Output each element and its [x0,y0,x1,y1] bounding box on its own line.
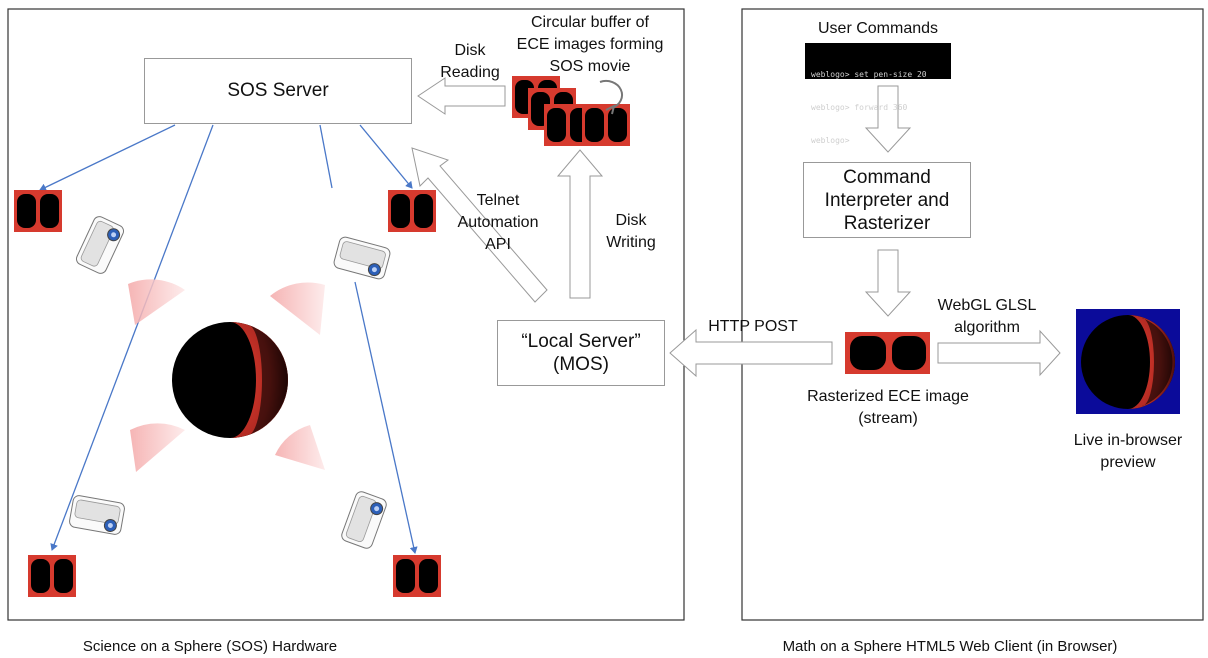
local-server-label-line2: (MOS) [553,354,609,375]
webgl-line2: algorithm [954,319,1020,336]
projector-icon [332,235,392,281]
ece-image-icon [28,555,76,597]
connector-se-lower [354,281,418,554]
disk-writing-arrow [556,149,604,299]
disk-reading-arrow [417,77,506,115]
terminal-line: weblogo> forward 360 [811,103,908,112]
projector-icon [68,494,126,536]
circular-buffer [512,76,630,146]
telnet-label: Telnet Automation API [450,190,546,256]
projector-icon [339,489,389,551]
sphere-icon [172,322,288,438]
rasterized-line2: (stream) [858,410,918,427]
buffer-label-line3: SOS movie [549,58,631,75]
ece-image-icon [393,555,441,597]
telnet-api-arrow [411,147,548,303]
connector-nw [39,124,176,192]
preview-label: Live in-browser preview [1060,430,1196,474]
user-commands-arrow [864,85,912,153]
disk-writing-line2: Writing [606,234,656,251]
projection-beam-sw [130,423,185,472]
projection-beam-nw [128,279,185,325]
rasterized-label: Rasterized ECE image (stream) [790,386,986,430]
telnet-line3: API [485,236,511,253]
interpreter-label-line2: Interpreter and [824,189,950,211]
buffer-label-line1: Circular buffer of [531,14,649,31]
terminal-line: weblogo> set pen-size 20 [811,70,927,79]
web-client-panel [741,8,1204,621]
left-panel-caption: Science on a Sphere (SOS) Hardware [82,638,338,655]
telnet-line1: Telnet [476,192,520,209]
command-interpreter-box: Command Interpreter and Rasterizer [803,162,971,238]
rasterized-line1: Rasterized ECE image [807,388,969,405]
right-panel-caption: Math on a Sphere HTML5 Web Client (in Br… [782,638,1118,655]
preview-line1: Live in-browser [1073,432,1183,449]
buffer-label: Circular buffer of ECE images forming SO… [500,12,680,78]
circular-arrow-icon [599,79,624,109]
http-post-arrow [669,328,833,378]
projection-beam-se [275,425,325,470]
disk-reading-line1: Disk [454,42,486,59]
preview-line2: preview [1100,454,1156,471]
webgl-label: WebGL GLSL algorithm [924,295,1050,339]
terminal-line: weblogo> [811,136,850,145]
local-server-box: “Local Server” (MOS) [497,320,665,386]
disk-reading-line2: Reading [440,64,500,81]
sos-server-box: SOS Server [144,58,412,124]
disk-writing-line1: Disk [615,212,647,229]
terminal-icon: weblogo> set pen-size 20 weblogo> forwar… [805,43,951,145]
projection-beam-ne [270,282,325,335]
buffer-label-line2: ECE images forming [516,36,664,53]
user-commands-label: User Commands [817,20,939,37]
http-post-label: HTTP POST [708,318,798,335]
live-preview-window [1076,309,1180,414]
sos-server-label: SOS Server [227,80,329,101]
interpreter-label-line3: Rasterizer [843,212,931,234]
disk-writing-label: Disk Writing [596,210,666,254]
webgl-arrow [937,329,1061,377]
sos-hardware-panel [7,8,685,621]
connector-se [319,124,333,189]
telnet-line2: Automation [457,214,539,231]
connector-sw [50,124,214,551]
webgl-line1: WebGL GLSL [937,297,1037,314]
interpreter-output-arrow [864,249,912,317]
local-server-label-line1: “Local Server” [521,331,641,352]
disk-reading-label: Disk Reading [425,40,515,84]
connector-ne [359,124,413,189]
ece-image-icon [388,190,436,232]
ece-image-icon [582,104,630,146]
projector-icon [74,214,126,276]
interpreter-label-line1: Command [843,166,931,188]
ece-image-icon [14,190,62,232]
rasterized-ece-image [845,332,930,374]
